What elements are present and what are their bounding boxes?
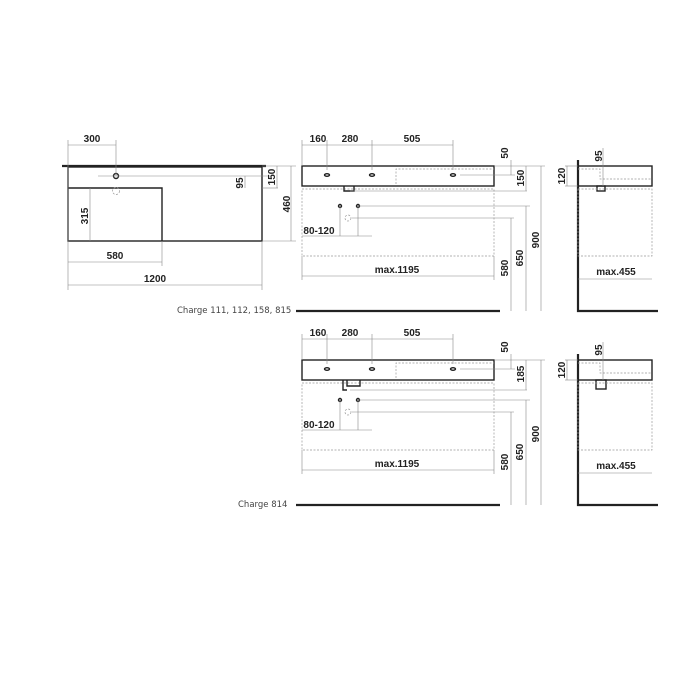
dim-80-120: 80-120 xyxy=(303,420,335,431)
dim-280: 280 xyxy=(342,328,359,339)
dim-900: 900 xyxy=(531,425,542,442)
side-cabinet-outline xyxy=(577,188,653,257)
front-basin-outline xyxy=(301,165,495,187)
side-dim-max-depth: max.455 xyxy=(596,461,636,472)
side-dim-95: 95 xyxy=(594,344,605,356)
dim-tap-depth: 95 xyxy=(235,177,246,189)
dim-max-width: max.1195 xyxy=(375,265,420,276)
dim-80-120: 80-120 xyxy=(303,226,335,237)
drain-trap xyxy=(342,380,361,391)
side-dim-120: 120 xyxy=(557,361,568,378)
dim-50: 50 xyxy=(500,341,511,353)
caption: Charge 111, 112, 158, 815 xyxy=(177,306,291,316)
side-dim-95: 95 xyxy=(594,150,605,162)
washbasin-outline xyxy=(67,166,263,242)
dim-160: 160 xyxy=(310,134,327,145)
caption: Charge 814 xyxy=(238,500,287,510)
cabinet-outline xyxy=(301,382,495,451)
dim-total-width: 1200 xyxy=(144,274,167,285)
side-cabinet-outline xyxy=(577,382,653,451)
side-dim-120: 120 xyxy=(557,167,568,184)
dim-580: 580 xyxy=(500,453,511,470)
elevation-set-1: Charge 111, 112, 158, 815 160 280 505 50… xyxy=(177,134,658,316)
dim-front-depth: 150 xyxy=(267,168,278,185)
dim-rim-height: 150 xyxy=(516,169,527,186)
dim-505: 505 xyxy=(404,134,421,145)
side-basin-outline xyxy=(577,359,653,381)
side-wall-floor xyxy=(576,354,658,507)
side-dim-max-depth: max.455 xyxy=(596,267,636,278)
basin-bowl-outline xyxy=(68,187,163,241)
dim-580: 580 xyxy=(500,259,511,276)
side-wall-floor xyxy=(576,160,658,313)
elevation-set-2: Charge 814 160 280 505 50 185 900 650 58… xyxy=(238,328,658,510)
drain-trap xyxy=(343,186,355,192)
front-basin-outline xyxy=(301,359,495,381)
dim-basin-width: 580 xyxy=(107,251,124,262)
drain-icon xyxy=(112,187,120,195)
side-basin-outline xyxy=(577,165,653,187)
dim-rim-height: 185 xyxy=(516,365,527,382)
plan-view: 300 95 150 460 315 580 1200 xyxy=(62,134,296,290)
dim-280: 280 xyxy=(342,134,359,145)
dim-505: 505 xyxy=(404,328,421,339)
dim-tap-offset: 300 xyxy=(84,134,101,145)
dim-650: 650 xyxy=(515,249,526,266)
dim-basin-depth: 315 xyxy=(80,207,91,224)
cabinet-outline xyxy=(301,188,495,257)
dim-total-depth: 460 xyxy=(282,195,293,212)
dim-max-width: max.1195 xyxy=(375,459,420,470)
dim-650: 650 xyxy=(515,443,526,460)
dim-900: 900 xyxy=(531,231,542,248)
dim-160: 160 xyxy=(310,328,327,339)
dim-50: 50 xyxy=(500,147,511,159)
